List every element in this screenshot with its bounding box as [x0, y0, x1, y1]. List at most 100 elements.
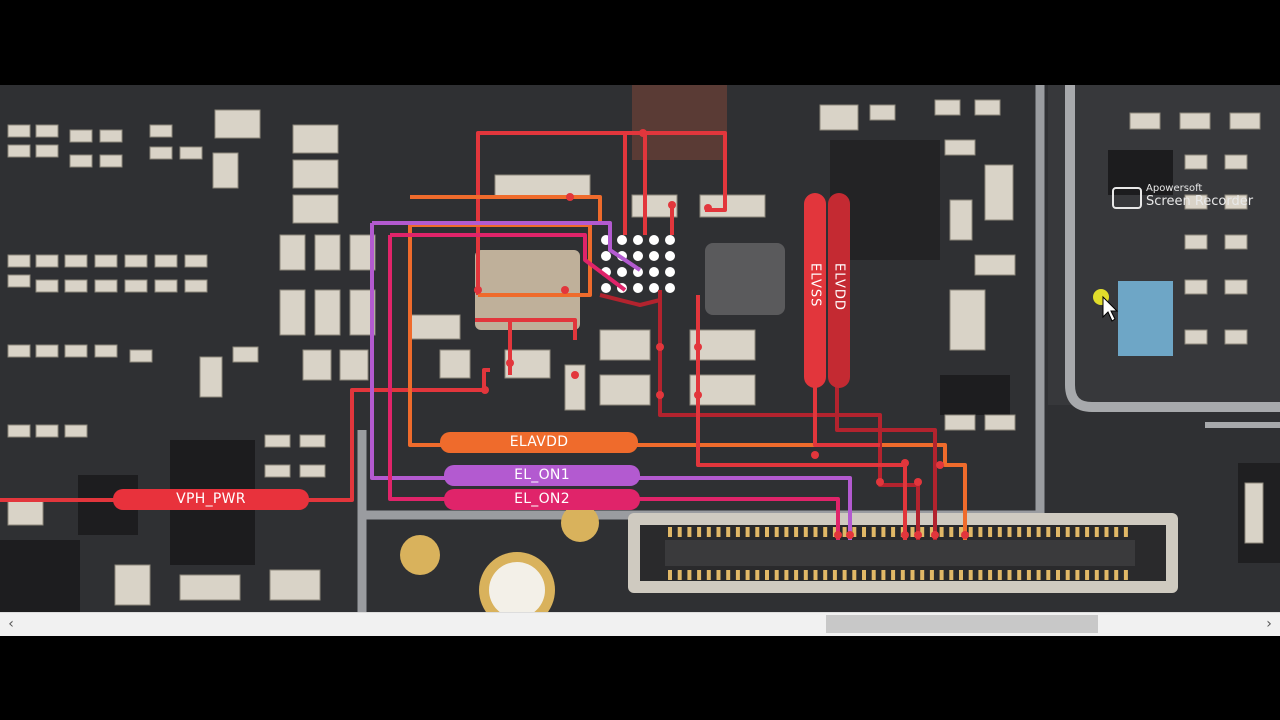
- connector-pin: [677, 527, 682, 537]
- watermark-title: Screen Recorder: [1146, 194, 1254, 209]
- connector-pin: [677, 570, 682, 580]
- connector-pin: [716, 570, 721, 580]
- connector-pin: [1026, 570, 1031, 580]
- connector-pin: [813, 527, 818, 537]
- connector-pin: [745, 527, 750, 537]
- connector-pin: [920, 570, 925, 580]
- connector-pin: [794, 570, 799, 580]
- connector-pin: [988, 570, 993, 580]
- connector-pin: [1094, 570, 1099, 580]
- connector-pin: [735, 527, 740, 537]
- scrollbar-thumb[interactable]: [826, 615, 1098, 633]
- connector-pin: [1036, 570, 1041, 580]
- connector-pin: [784, 570, 789, 580]
- connector-pin: [1065, 527, 1070, 537]
- connector-pin: [852, 527, 857, 537]
- connector-pin: [765, 527, 769, 537]
- connector-pin: [1036, 527, 1041, 537]
- connector-pin: [1075, 570, 1080, 580]
- connector-pin: [871, 570, 876, 580]
- connector-pin: [959, 527, 963, 537]
- horizontal-scrollbar[interactable]: ‹ ›: [0, 612, 1280, 636]
- connector-pin: [862, 527, 866, 537]
- connector-pin: [929, 527, 934, 537]
- connector-pin: [735, 570, 740, 580]
- connector-pin: [920, 527, 925, 537]
- connector-pin: [697, 570, 702, 580]
- connector-pin: [1026, 527, 1031, 537]
- connector-pin: [1114, 527, 1119, 537]
- connector-pin: [687, 570, 692, 580]
- connector-pin: [1056, 527, 1060, 537]
- connector-pin: [949, 527, 954, 537]
- connector-pin: [1085, 527, 1090, 537]
- connector-pin: [755, 570, 760, 580]
- connector-pin: [716, 527, 721, 537]
- net-label-elvdd: ELVDD: [828, 193, 850, 388]
- connector-pin: [881, 527, 886, 537]
- connector-pin: [1017, 527, 1022, 537]
- connector-pin: [968, 570, 973, 580]
- connector-pin: [871, 527, 876, 537]
- image-viewer: VPH_PWR ELAVDD EL_ON1 EL_ON2 ELVSS ELVDD…: [0, 85, 1280, 635]
- net-label-el-on1: EL_ON1: [444, 465, 640, 486]
- connector-pin: [959, 570, 963, 580]
- connector-pin: [1104, 570, 1109, 580]
- connector-pin: [891, 570, 896, 580]
- connector-pin: [1104, 527, 1109, 537]
- connector-pin: [1123, 527, 1128, 537]
- connector-pin: [803, 527, 808, 537]
- connector-pin: [939, 570, 944, 580]
- connector-pin: [726, 570, 731, 580]
- connector-pin: [1065, 570, 1070, 580]
- connector-pin: [755, 527, 760, 537]
- connector-pin: [668, 570, 672, 580]
- net-label-el-on2: EL_ON2: [444, 489, 640, 510]
- connector-pin: [794, 527, 799, 537]
- connector-pin: [997, 527, 1002, 537]
- connector-pin: [1046, 570, 1051, 580]
- connector-pin: [842, 527, 847, 537]
- connector-pin: [1094, 527, 1099, 537]
- connector-pin: [891, 527, 896, 537]
- connector-pin: [968, 527, 973, 537]
- connector-pin: [832, 570, 837, 580]
- scroll-right-arrow-icon[interactable]: ›: [1266, 616, 1272, 632]
- scroll-left-arrow-icon[interactable]: ‹: [8, 616, 14, 632]
- connector-pin: [910, 527, 915, 537]
- net-label-vph-pwr: VPH_PWR: [113, 489, 309, 510]
- connector-pin: [706, 527, 711, 537]
- connector-pin: [745, 570, 750, 580]
- connector-pin: [1123, 570, 1128, 580]
- connector-pin: [706, 570, 711, 580]
- connector-pin: [1075, 527, 1080, 537]
- connector-pin: [900, 570, 905, 580]
- connector-pin: [774, 527, 779, 537]
- connector-pin: [1056, 570, 1060, 580]
- connector-pin: [939, 527, 944, 537]
- connector-pin: [988, 527, 993, 537]
- connector-pin: [978, 527, 983, 537]
- connector-pin: [852, 570, 857, 580]
- connector-pin: [1085, 570, 1090, 580]
- connector-pin: [978, 570, 983, 580]
- connector-pin: [765, 570, 769, 580]
- connector-pin: [949, 570, 954, 580]
- connector-pin: [910, 570, 915, 580]
- connector-pin: [1114, 570, 1119, 580]
- connector-pin: [832, 527, 837, 537]
- connector-pin: [881, 570, 886, 580]
- connector-pin: [1017, 570, 1022, 580]
- watermark-brand: Apowersoft: [1146, 183, 1203, 194]
- connector-pin: [784, 527, 789, 537]
- connector-pin: [862, 570, 866, 580]
- connector-pin: [803, 570, 808, 580]
- connector-pin: [726, 527, 731, 537]
- connector-pin: [1007, 527, 1012, 537]
- connector-pin: [842, 570, 847, 580]
- flex-connector: [628, 513, 1178, 593]
- connector-pin: [823, 570, 828, 580]
- connector-pin: [929, 570, 934, 580]
- connector-pin: [687, 527, 692, 537]
- camera-icon: [1112, 187, 1142, 209]
